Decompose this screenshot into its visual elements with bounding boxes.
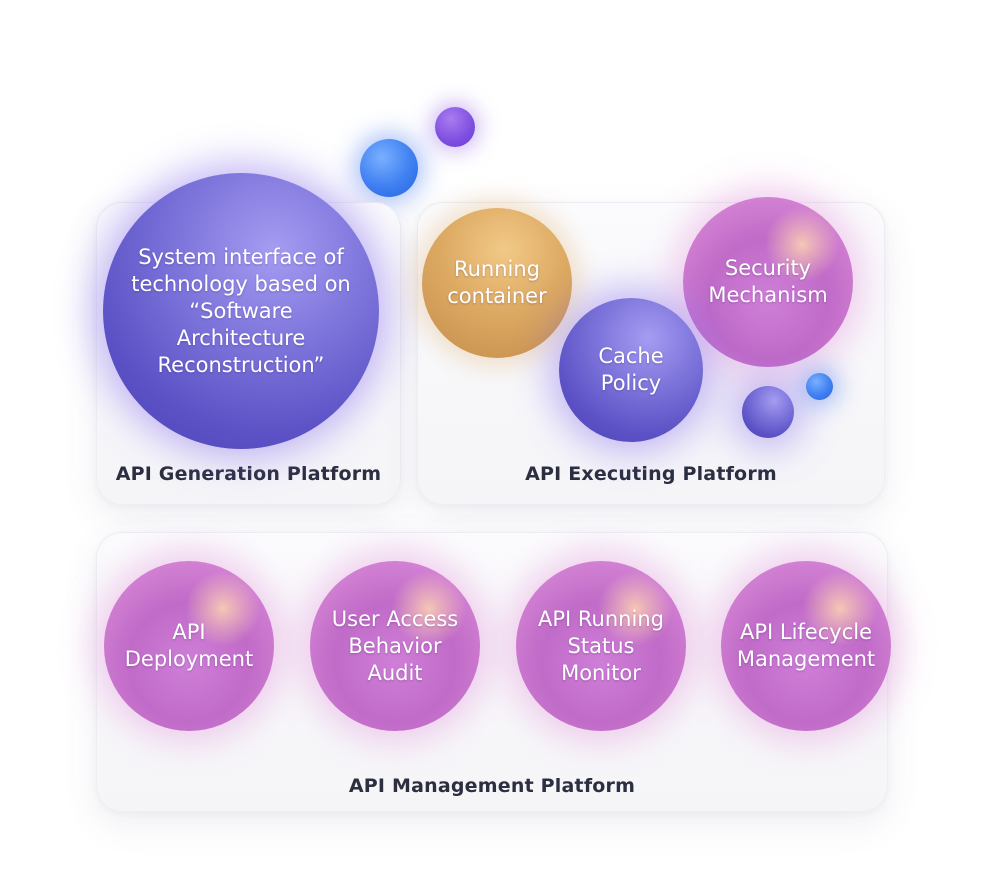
- running-container-bubble: Running container: [422, 208, 572, 358]
- security-mechanism-bubble: Security Mechanism: [683, 197, 853, 367]
- decorative-small-blue-dot: [806, 373, 833, 400]
- api-management-platform-title: API Management Platform: [348, 775, 636, 797]
- running-container-label: Running container: [447, 257, 547, 308]
- cache-policy-label: Cache Policy: [598, 344, 664, 395]
- lifecycle-management-label: API Lifecycle Management: [736, 620, 876, 671]
- system-interface-label: System interface of technology based on …: [131, 244, 351, 377]
- api-generation-platform-title: API Generation Platform: [115, 463, 382, 485]
- decorative-purple-dot: [742, 386, 794, 438]
- decorative-blue-dot: [360, 139, 418, 197]
- system-interface-bubble: System interface of technology based on …: [103, 173, 379, 449]
- api-executing-platform-title: API Executing Platform: [525, 463, 777, 485]
- api-deployment-label: API Deployment: [124, 620, 254, 671]
- running-status-monitor-label: API Running Status Monitor: [538, 606, 664, 685]
- user-access-audit-bubble: User Access Behavior Audit: [310, 561, 480, 731]
- cache-policy-bubble: Cache Policy: [559, 298, 703, 442]
- decorative-violet-dot: [435, 107, 475, 147]
- lifecycle-management-bubble: API Lifecycle Management: [721, 561, 891, 731]
- security-mechanism-label: Security Mechanism: [708, 256, 828, 307]
- running-status-monitor-bubble: API Running Status Monitor: [516, 561, 686, 731]
- user-access-audit-label: User Access Behavior Audit: [331, 606, 459, 685]
- api-deployment-bubble: API Deployment: [104, 561, 274, 731]
